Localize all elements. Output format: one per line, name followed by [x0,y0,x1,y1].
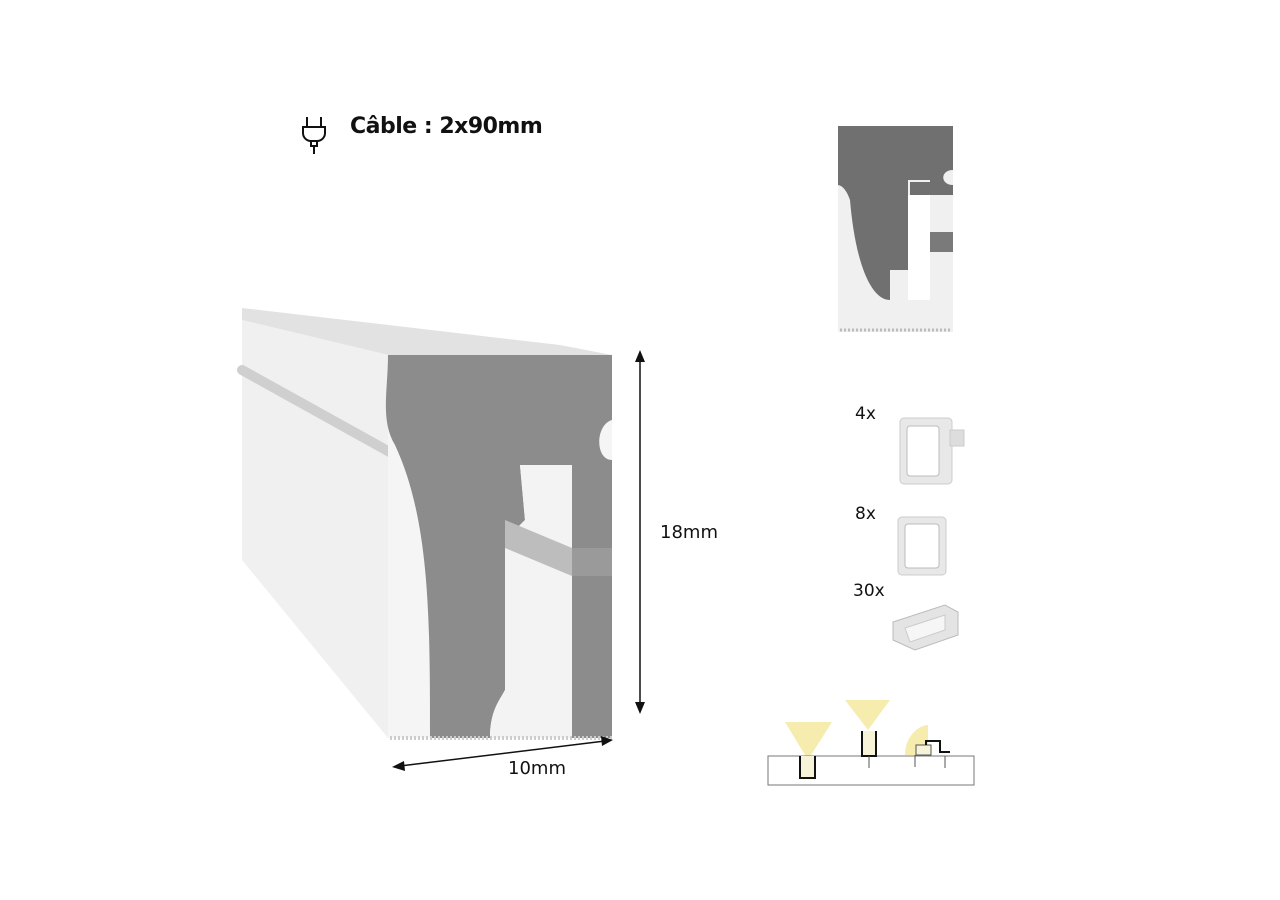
cable-spec-label: Câble : 2x90mm [350,114,543,139]
mounting-clip-icon [892,604,959,651]
plug-icon [302,117,326,154]
end-cap-icon [897,516,947,576]
width-dimension-label: 10mm [508,758,566,779]
height-dimension-label: 18mm [660,522,718,543]
installation-examples [767,700,975,786]
end-cap-quantity: 8x [855,504,876,524]
end-cap-with-hole-icon [899,417,965,485]
end-cap-hole-quantity: 4x [855,404,876,424]
neon-profile-3d [237,308,612,740]
profile-cross-section [838,126,953,332]
mounting-clip-quantity: 30x [853,581,885,601]
dimension-arrows [392,350,645,771]
